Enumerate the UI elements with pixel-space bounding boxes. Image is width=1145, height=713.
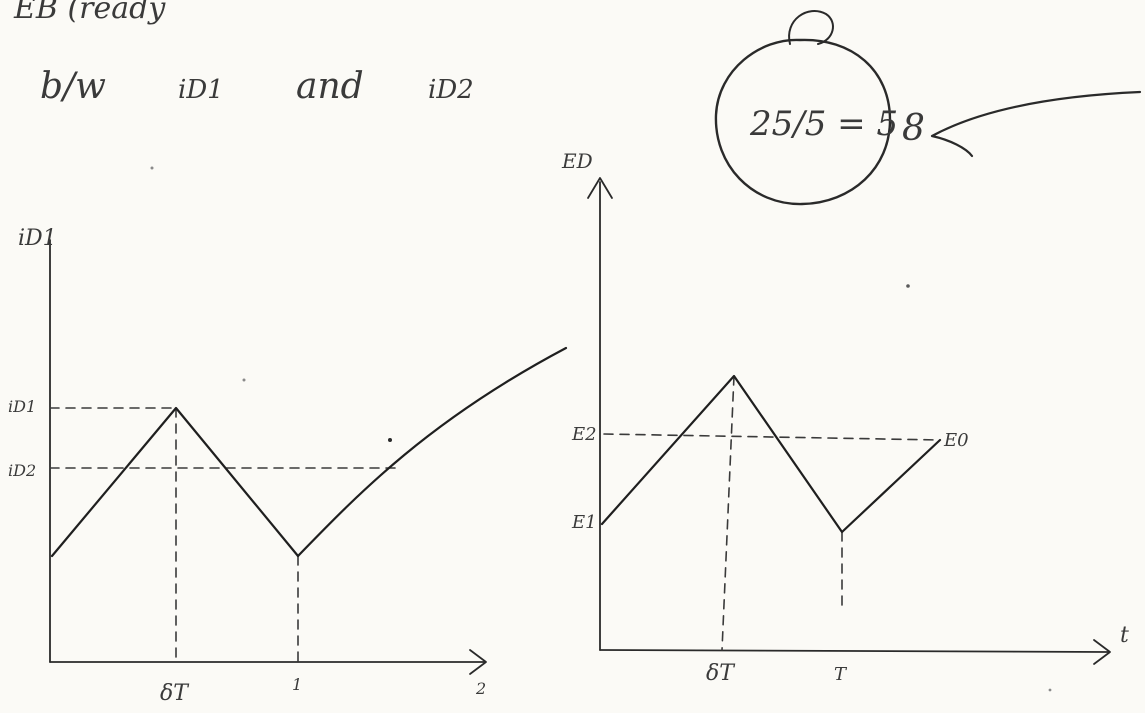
- header-label-a: iD1: [178, 75, 224, 105]
- left-plot: iD1 iD1 iD2 δT 1 2: [8, 226, 568, 706]
- right-end-label-e0: E0: [943, 430, 969, 451]
- stray-mark: [906, 284, 910, 288]
- right-waveform: [600, 374, 942, 534]
- left-x-tick-3: 2: [475, 679, 486, 698]
- right-y-arrow: [587, 177, 613, 199]
- header-top-line: EB (ready: [13, 0, 166, 26]
- right-guide-vert-1: [721, 375, 735, 651]
- right-x-axis: [599, 649, 1109, 653]
- right-guide-e2: [603, 433, 941, 441]
- header-and: and: [296, 66, 364, 107]
- stray-mark: [1048, 688, 1052, 692]
- note-circle-loop: [788, 9, 834, 45]
- header-bw: b/w: [40, 66, 106, 107]
- stray-mark: [242, 378, 246, 382]
- left-y-tick-upper: iD1: [8, 397, 36, 416]
- left-waveform-ramp: [50, 406, 300, 558]
- left-x-arrow: [469, 649, 487, 675]
- right-x-tick-1: δT: [706, 661, 736, 686]
- note-trailing-mark: 8: [902, 108, 925, 149]
- right-y-tick-e1: E1: [571, 512, 597, 533]
- circled-note: 25/5 = 5 8: [714, 9, 1142, 206]
- note-tail-stroke: [930, 90, 1142, 158]
- left-y-tick-lower: iD2: [8, 461, 36, 480]
- right-x-tick-2: T: [834, 664, 848, 685]
- left-x-tick-1: δT: [160, 681, 190, 706]
- right-x-arrow: [1093, 639, 1111, 665]
- header-label-b: iD2: [428, 75, 474, 105]
- right-y-axis-label: ED: [561, 149, 593, 173]
- left-y-axis-label: iD1: [18, 226, 57, 251]
- note-text: 25/5 = 5: [749, 104, 898, 144]
- right-plot: ED t E2 E1 E0 δT T: [561, 149, 1129, 686]
- left-waveform-dot: [388, 438, 392, 442]
- left-x-tick-2: 1: [292, 675, 302, 694]
- right-x-axis-label: t: [1120, 623, 1129, 648]
- right-y-tick-e2: E2: [571, 424, 597, 445]
- left-waveform-rise: [296, 346, 568, 558]
- stray-mark: [150, 166, 154, 170]
- note-circle: [714, 38, 892, 206]
